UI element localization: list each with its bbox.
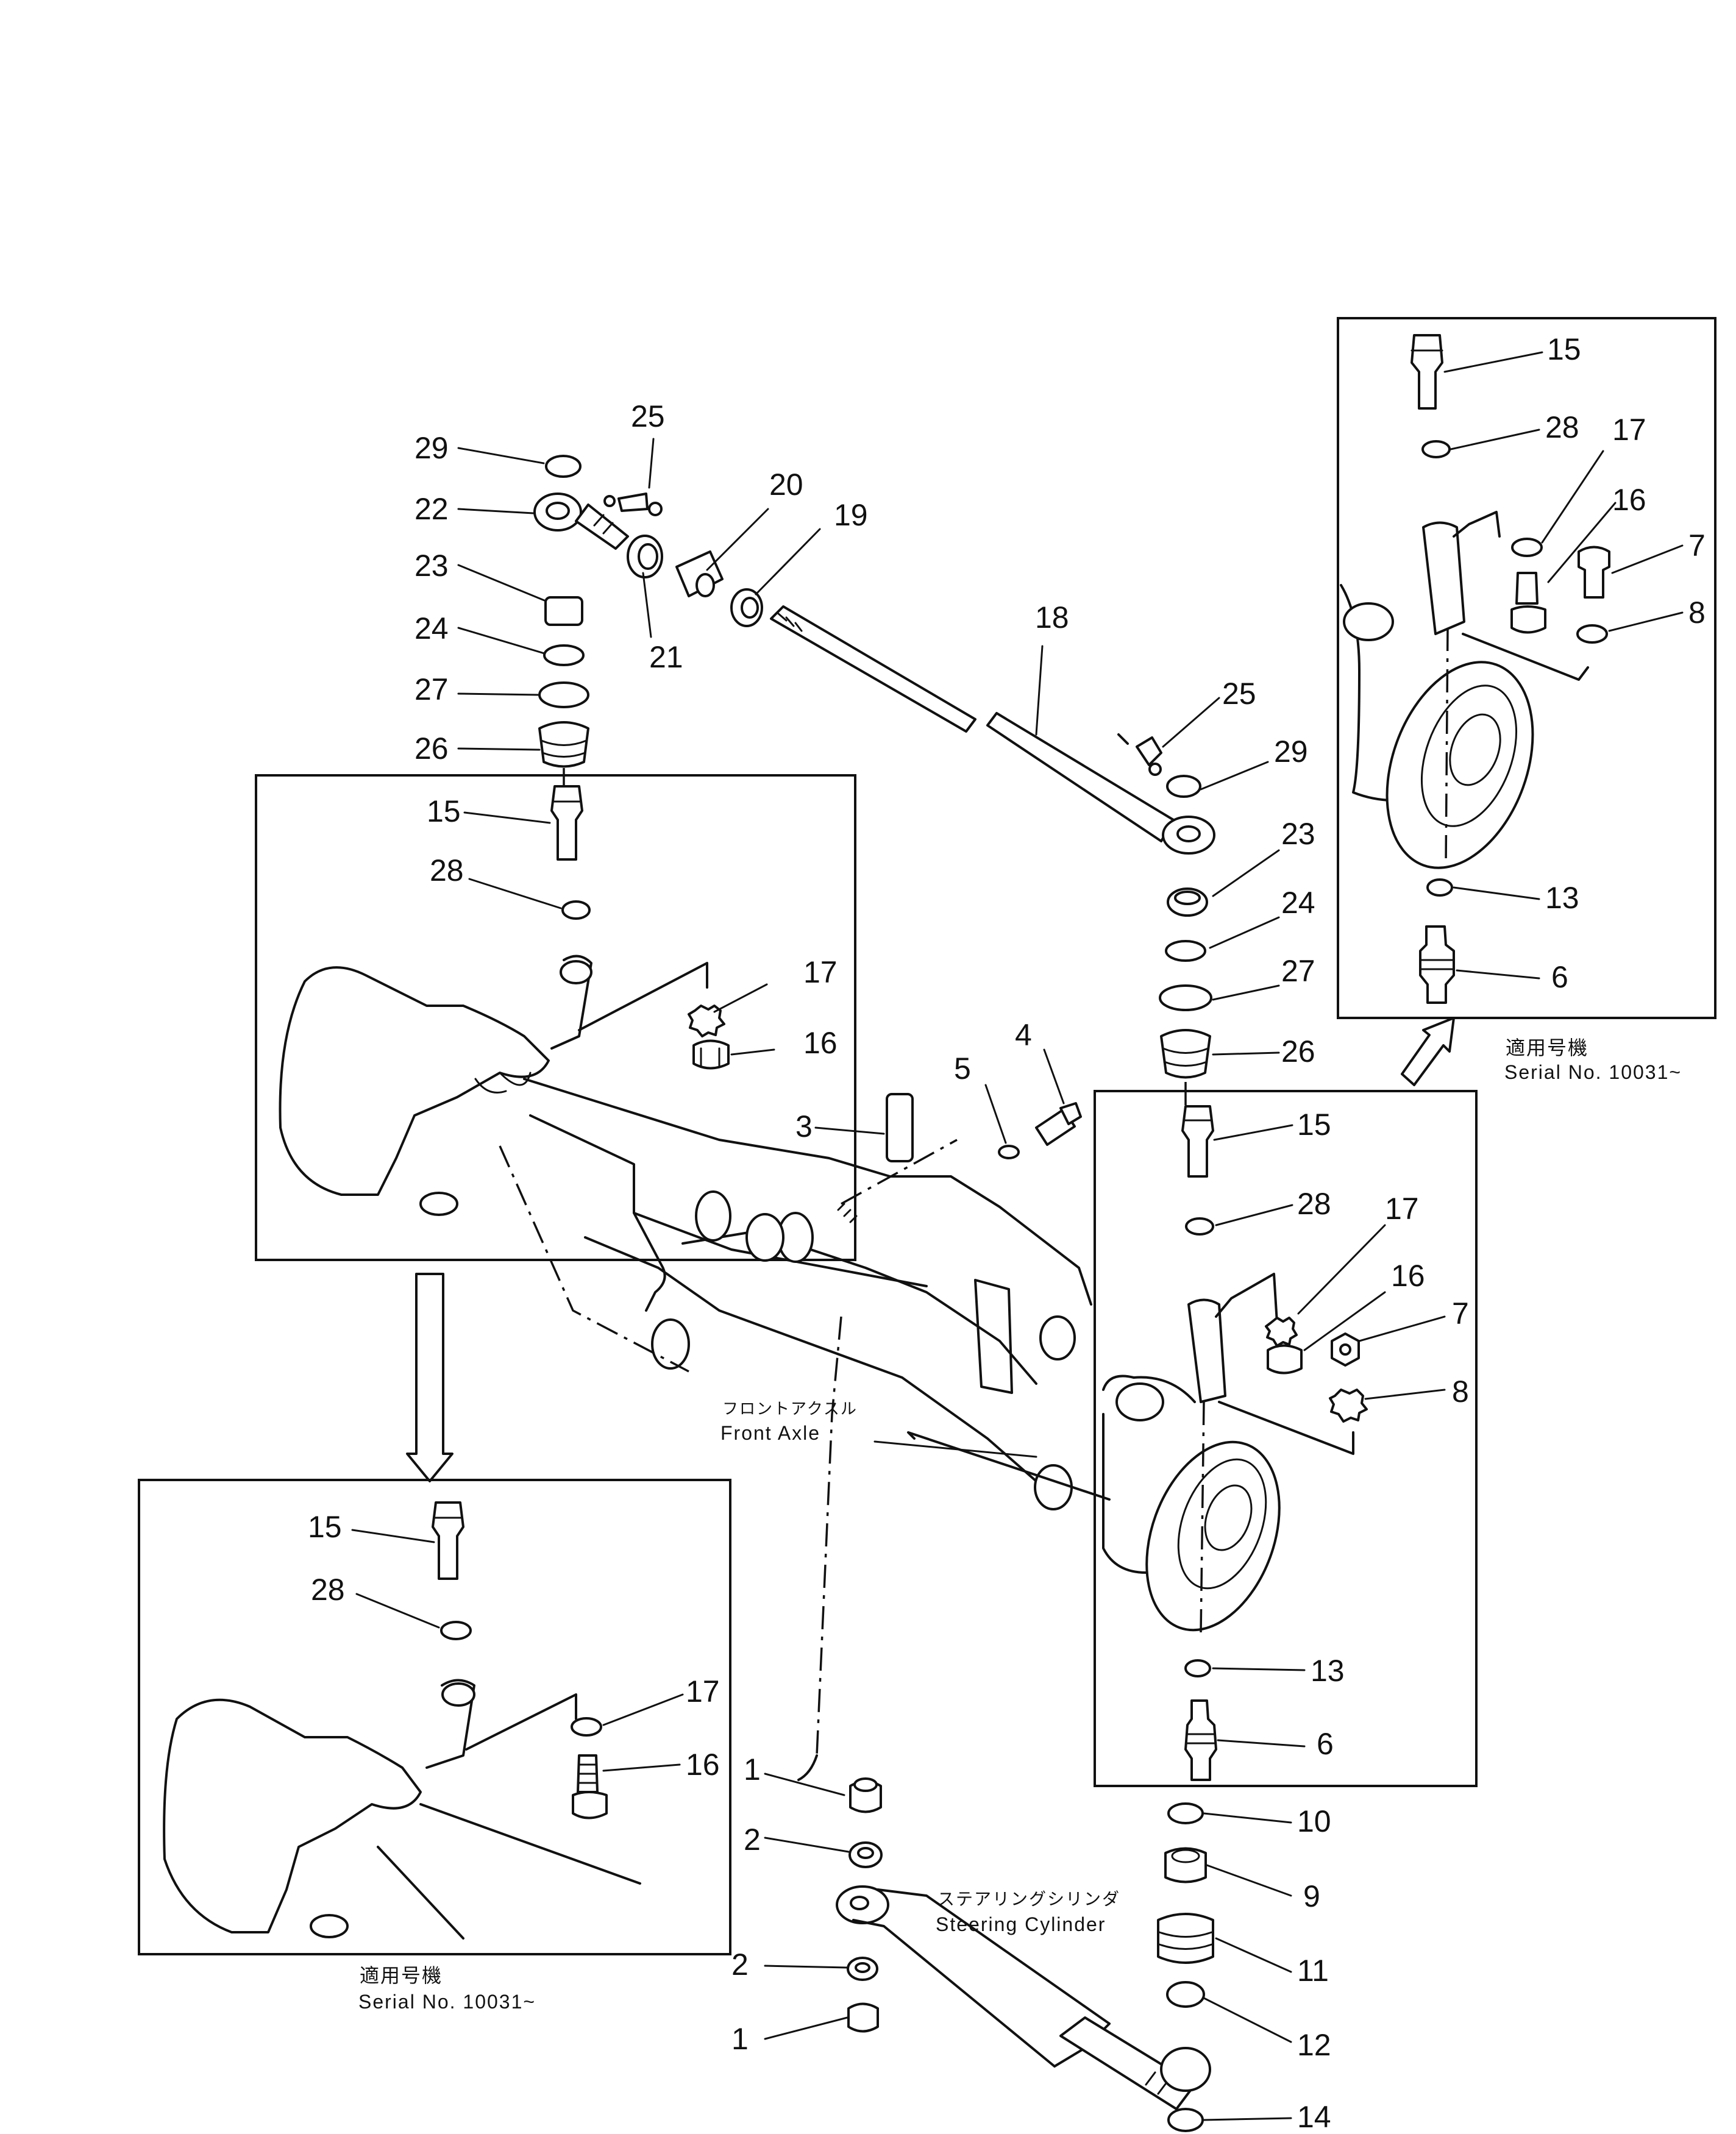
steering-cylinder-label-jp: ステアリングシリンダ — [937, 1890, 1120, 1908]
callout-18: 18 — [1035, 600, 1069, 635]
callout-15-bottomleftbox: 15 — [308, 1510, 342, 1544]
callout-9: 9 — [1303, 1879, 1320, 1913]
callout-24-left: 24 — [414, 611, 449, 646]
leader-lines — [351, 351, 1684, 2121]
callout-16-rightbox: 16 — [1391, 1259, 1425, 1293]
top-right-detail-frame — [1337, 317, 1716, 1019]
down-arrow — [406, 1273, 454, 1482]
callout-16-leftbox: 16 — [803, 1026, 838, 1060]
callout-27-left: 27 — [414, 672, 449, 706]
serial-label-jp-right: 適用号機 — [1506, 1037, 1588, 1059]
callout-17-toprightbox: 17 — [1612, 413, 1646, 447]
right-knuckle-detail — [1102, 1105, 1368, 1781]
front-axle-label-jp: フロントアクスル — [722, 1400, 858, 1418]
callout-2-bottom: 2 — [731, 1947, 749, 1982]
callout-8-toprightbox: 8 — [1688, 596, 1706, 630]
steering-cylinder-label-en: Steering Cylinder — [936, 1913, 1106, 1935]
callout-17-rightbox: 17 — [1385, 1192, 1419, 1226]
callout-11: 11 — [1297, 1954, 1329, 1988]
callout-14: 14 — [1297, 2100, 1331, 2134]
callout-5: 5 — [954, 1051, 971, 1086]
callout-23-right: 23 — [1281, 817, 1315, 851]
callout-1-bottom: 1 — [731, 2022, 749, 2056]
callout-16-bottomleftbox: 16 — [686, 1748, 720, 1782]
callout-17-leftbox: 17 — [803, 955, 838, 989]
callout-23-left: 23 — [414, 549, 449, 583]
callout-17-bottomleftbox: 17 — [686, 1674, 720, 1709]
front-axle-label-en: Front Axle — [720, 1422, 820, 1444]
right-detail-frame — [1094, 1090, 1478, 1787]
callout-numbers: 29 25 22 23 24 27 26 20 21 19 18 25 29 2… — [308, 332, 1706, 2134]
front-axle-body — [499, 1078, 1111, 1781]
callout-16-toprightbox: 16 — [1612, 483, 1646, 517]
callout-3: 3 — [795, 1109, 813, 1143]
left-knuckle-detail — [279, 785, 730, 1216]
serial-label-en-right: Serial No. 10031~ — [1504, 1061, 1682, 1083]
serial-label-jp-bottom: 適用号機 — [360, 1965, 443, 1986]
callout-27-right: 27 — [1281, 954, 1315, 988]
callout-26-right: 26 — [1281, 1034, 1315, 1069]
callout-10: 10 — [1297, 1804, 1331, 1838]
top-right-knuckle-detail — [1340, 334, 1610, 1004]
callout-7-rightbox: 7 — [1452, 1296, 1469, 1331]
serial-label-en-bottom: Serial No. 10031~ — [358, 1991, 536, 2013]
callout-13-rightbox: 13 — [1311, 1654, 1345, 1688]
bottom-left-detail-frame — [138, 1479, 731, 1955]
callout-29-left: 29 — [414, 431, 449, 465]
callout-29-right: 29 — [1274, 734, 1308, 769]
callout-25-left: 25 — [631, 399, 665, 433]
callout-25-right: 25 — [1222, 677, 1256, 711]
left-detail-frame — [255, 774, 856, 1261]
callout-28-rightbox: 28 — [1297, 1187, 1331, 1221]
callout-22: 22 — [414, 492, 449, 526]
callout-21: 21 — [649, 640, 683, 674]
callout-28-bottomleftbox: 28 — [311, 1573, 345, 1607]
bottom-left-knuckle-detail — [163, 1501, 641, 1940]
captions: フロントアクスル Front Axle ステアリングシリンダ Steering … — [358, 1037, 1682, 2013]
callout-19: 19 — [834, 498, 868, 532]
callout-12: 12 — [1297, 2028, 1331, 2062]
callout-2-top: 2 — [744, 1823, 761, 1857]
callout-15-rightbox: 15 — [1297, 1108, 1331, 1142]
callout-6-toprightbox: 6 — [1551, 960, 1568, 994]
callout-7-toprightbox: 7 — [1688, 528, 1706, 563]
tie-rod-assembly — [533, 455, 1215, 1115]
callout-4: 4 — [1015, 1018, 1032, 1052]
callout-13-toprightbox: 13 — [1545, 881, 1579, 915]
steering-cylinder — [836, 1777, 1214, 2132]
callout-26-left: 26 — [414, 731, 449, 766]
callout-28-leftbox: 28 — [430, 853, 464, 887]
callout-28-toprightbox: 28 — [1545, 410, 1579, 444]
callout-8-rightbox: 8 — [1452, 1375, 1469, 1409]
callout-24-right: 24 — [1281, 886, 1315, 920]
up-arrow — [1401, 1017, 1455, 1086]
callout-1-top: 1 — [744, 1752, 761, 1787]
callout-6-rightbox: 6 — [1317, 1727, 1334, 1761]
callout-20: 20 — [769, 468, 803, 502]
callout-15-leftbox: 15 — [427, 794, 461, 828]
callout-15-toprightbox: 15 — [1547, 332, 1581, 366]
